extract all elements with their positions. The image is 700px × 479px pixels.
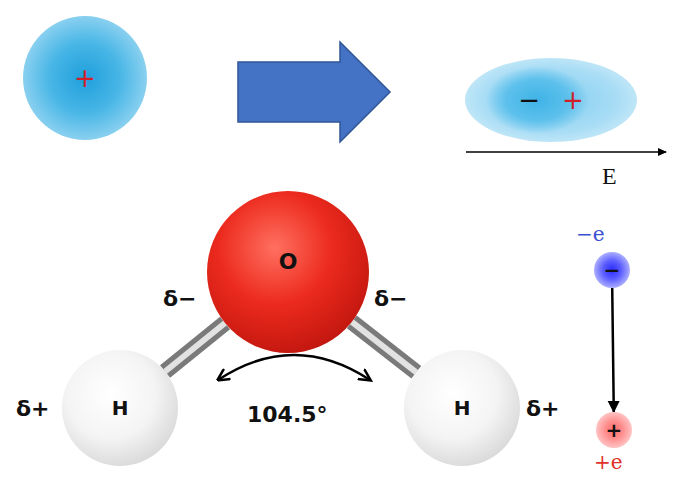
block-arrow bbox=[238, 42, 390, 142]
angle-arc bbox=[218, 355, 370, 380]
node-text: + bbox=[74, 65, 96, 91]
polarized-ellipse: −+ bbox=[465, 58, 637, 142]
partial-charge: δ+ bbox=[526, 398, 560, 420]
node-text: − bbox=[518, 87, 540, 113]
oxygen-atom: O bbox=[207, 191, 369, 353]
node-text: + bbox=[562, 87, 584, 113]
bond-stroke bbox=[352, 322, 416, 372]
dipole-arrow bbox=[612, 288, 614, 412]
hydrogen-atom: H bbox=[62, 350, 178, 466]
charge-label: −e bbox=[576, 224, 605, 244]
positive-charge: + bbox=[596, 412, 632, 448]
node-text: O bbox=[279, 251, 298, 273]
node-text: H bbox=[454, 398, 471, 418]
bond bbox=[165, 323, 225, 372]
field-label: E bbox=[602, 164, 617, 188]
bond-stroke bbox=[165, 323, 225, 372]
charge-sphere: + bbox=[23, 16, 147, 140]
bond-stroke bbox=[165, 323, 225, 372]
partial-charge: δ+ bbox=[16, 398, 50, 420]
field-arrow bbox=[466, 151, 666, 153]
bond bbox=[352, 322, 416, 372]
hydrogen-atom: H bbox=[404, 350, 520, 466]
partial-charge: δ− bbox=[163, 288, 197, 310]
negative-charge: − bbox=[594, 252, 630, 288]
charge-label: +e bbox=[594, 452, 623, 472]
node-text: − bbox=[604, 260, 621, 280]
node-text: H bbox=[112, 398, 129, 418]
node-text: + bbox=[606, 420, 623, 440]
partial-charge: δ− bbox=[374, 288, 408, 310]
bond-stroke bbox=[352, 322, 416, 372]
bond-angle: 104.5° bbox=[247, 404, 328, 426]
